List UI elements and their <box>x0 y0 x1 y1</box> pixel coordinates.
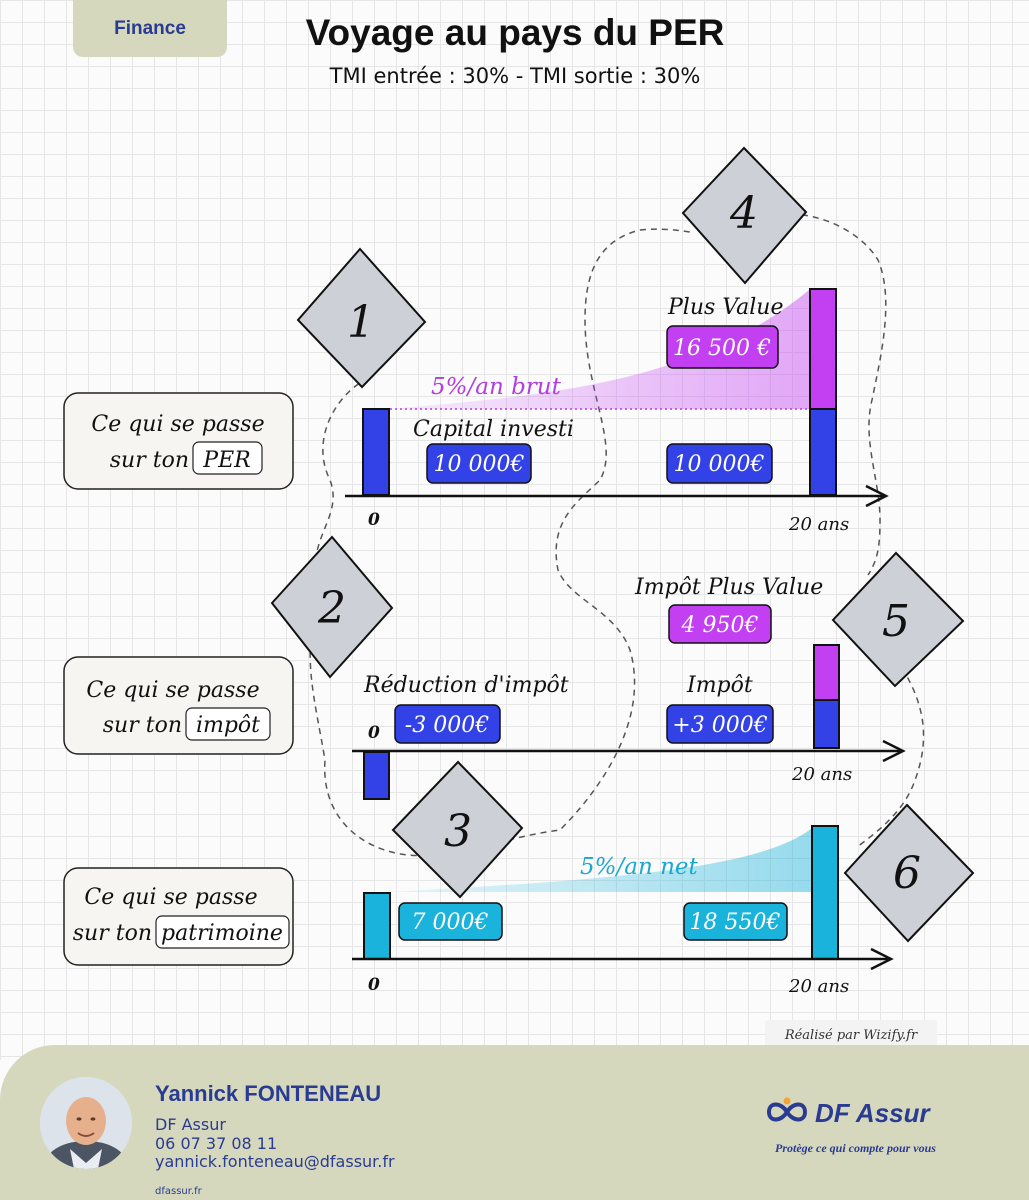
impot-heading: Impôt <box>686 673 753 698</box>
logo-text: DF Assur <box>815 1098 931 1128</box>
axis-start-label-impot: 0 <box>368 723 380 743</box>
plus-value-chip <box>666 325 779 369</box>
advisor-phone[interactable]: 06 07 37 08 11 <box>155 1134 278 1153</box>
advisor-avatar <box>40 1077 132 1169</box>
row-label-impot-boxed: impôt <box>196 713 260 738</box>
axis-end-label-per: 20 ans <box>788 514 849 535</box>
row-label-per-line1: Ce qui se passe <box>91 412 264 437</box>
patrimoine-start-value: 7 000€ <box>412 910 489 935</box>
capital-start-value: 10 000€ <box>434 452 525 477</box>
impot-plus-value-heading: Impôt Plus Value <box>634 575 823 600</box>
axis-start-label-patrimoine: 0 <box>368 975 380 995</box>
axis-end-label-impot: 20 ans <box>791 764 852 785</box>
step-diamond-2: 2 <box>270 535 394 679</box>
impot-plus-value-value: 4 950€ <box>681 613 759 638</box>
patrimoine-end-chip <box>683 902 788 941</box>
step-number-6: 6 <box>893 848 921 899</box>
reduction-value: -3 000€ <box>405 713 489 738</box>
growth-label-brut: 5%/an brut <box>431 374 562 400</box>
capital-heading: Capital investi <box>413 417 574 442</box>
row-per: 5%/an brut Capital investi 10 000€ 10 00… <box>345 288 889 535</box>
bar-patrimoine-end <box>811 825 839 960</box>
patrimoine-start-chip <box>398 902 503 941</box>
axis-start-label-per: 0 <box>368 510 380 530</box>
axis-arrow-patrimoine <box>870 947 894 971</box>
advisor-name: Yannick FONTENEAU <box>155 1081 382 1106</box>
impot-plus-value-chip <box>668 604 772 644</box>
axis-end-label-patrimoine: 20 ans <box>788 976 849 997</box>
footer-band <box>0 1045 1029 1200</box>
row-label-per: Ce qui se passe sur ton PER <box>63 392 294 490</box>
advisor-email[interactable]: yannick.fonteneau@dfassur.fr <box>155 1152 395 1171</box>
df-assur-logo: DF Assur <box>766 1097 931 1128</box>
step-number-4: 4 <box>729 188 758 239</box>
step-number-1: 1 <box>347 297 375 348</box>
bar-reduction <box>363 751 390 800</box>
capital-end-value: 10 000€ <box>674 452 765 477</box>
step-diamond-5: 5 <box>831 551 965 688</box>
row-label-patrimoine-prefix: sur ton <box>73 921 152 946</box>
page-title: Voyage au pays du PER <box>305 12 725 53</box>
step-diamond-4: 4 <box>681 146 808 285</box>
reduction-heading: Réduction d'impôt <box>363 673 569 698</box>
row-label-patrimoine-boxed: patrimoine <box>161 921 283 946</box>
step-number-2: 2 <box>317 583 346 634</box>
bar-patrimoine-start <box>363 892 391 960</box>
step-diamond-1: 1 <box>296 247 427 389</box>
advisor-website[interactable]: dfassur.fr <box>155 1186 202 1197</box>
row-impot: Réduction d'impôt -3 000€ Impôt +3 000€ … <box>352 575 906 800</box>
row-label-impot: Ce qui se passe sur ton impôt <box>63 656 294 755</box>
row-label-impot-prefix: sur ton <box>103 713 182 738</box>
page-subtitle: TMI entrée : 30% - TMI sortie : 30% <box>329 64 701 88</box>
step-diamond-3: 3 <box>391 760 524 899</box>
bar-plus-value <box>809 288 837 410</box>
growth-area-brut <box>388 290 809 409</box>
row-label-per-boxed: PER <box>202 448 250 473</box>
per-diagram: 5%/an brut Capital investi 10 000€ 10 00… <box>63 146 975 997</box>
axis-arrow-per <box>865 484 889 508</box>
step-diamond-6: 6 <box>843 803 975 943</box>
logo-tagline: Protège ce qui compte pour vous <box>775 1141 936 1155</box>
advisor-company: DF Assur <box>155 1115 226 1134</box>
plus-value-value: 16 500 € <box>673 336 771 361</box>
row-label-patrimoine-line1: Ce qui se passe <box>84 885 257 910</box>
category-badge: Finance <box>73 0 227 57</box>
growth-area-net <box>390 828 812 892</box>
capital-end-chip <box>666 443 773 484</box>
row-label-patrimoine: Ce qui se passe sur ton patrimoine <box>63 867 294 966</box>
reduction-chip <box>394 704 501 744</box>
row-label-impot-line1: Ce qui se passe <box>86 678 259 703</box>
row-label-per-prefix: sur ton <box>110 448 189 473</box>
bar-capital-end <box>809 408 837 496</box>
growth-label-net: 5%/an net <box>580 854 698 880</box>
plus-value-heading: Plus Value <box>667 295 784 320</box>
step-number-3: 3 <box>444 806 472 857</box>
bar-capital-start <box>362 408 390 496</box>
patrimoine-end-value: 18 550€ <box>690 910 781 935</box>
bar-impot <box>813 699 840 749</box>
axis-arrow-impot <box>882 739 906 763</box>
impot-value: +3 000€ <box>672 713 767 738</box>
infinity-icon <box>766 1097 808 1122</box>
row-patrimoine: 5%/an net 7 000€ 18 550€ 0 20 ans <box>352 825 894 997</box>
bar-impot-plus-value <box>813 644 840 701</box>
impot-chip <box>666 704 774 744</box>
capital-start-chip <box>426 443 532 484</box>
step-number-5: 5 <box>882 596 910 647</box>
